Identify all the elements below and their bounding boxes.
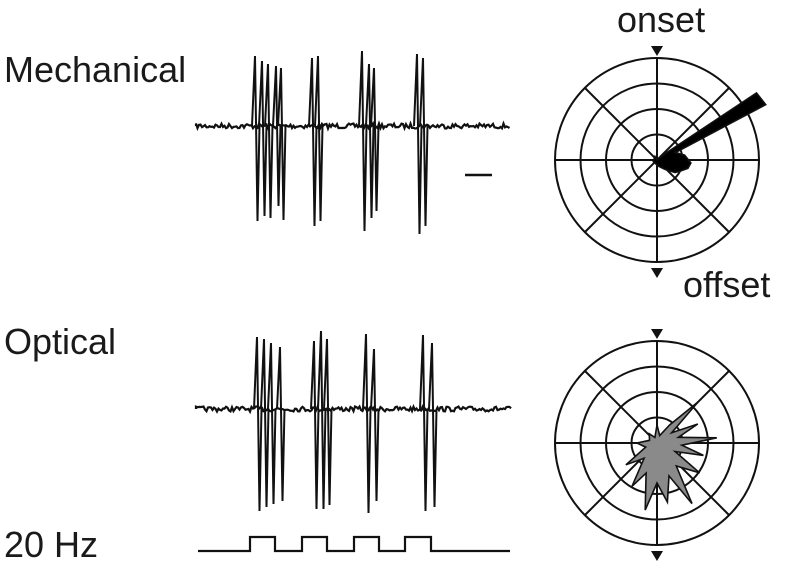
offset-marker	[651, 268, 663, 278]
optical-spike	[419, 334, 429, 512]
mechanical-spike	[251, 55, 261, 222]
optical-label: Optical	[4, 321, 117, 362]
mechanical-spike	[308, 57, 318, 227]
optical-spike	[253, 336, 263, 512]
optical-spike	[267, 342, 277, 505]
mechanical-spike	[258, 60, 268, 217]
mechanical-spike	[314, 55, 324, 222]
onset-marker	[651, 329, 663, 339]
optical-spike	[362, 333, 372, 514]
mechanical-spike	[365, 63, 375, 219]
mechanical-polar-petal	[652, 91, 767, 174]
mechanical-spike	[413, 53, 423, 235]
onset-label: onset	[617, 0, 706, 40]
optical-spike	[260, 338, 270, 508]
optical-spike	[323, 338, 333, 506]
mechanical-spike	[370, 67, 380, 212]
optical-polar-petal	[625, 401, 717, 511]
mechanical-spike	[264, 63, 274, 219]
offset-label: offset	[683, 264, 771, 305]
onset-marker	[651, 46, 663, 56]
mechanical-baseline	[194, 120, 511, 132]
stimulus-waveform	[198, 535, 510, 553]
optical-spike	[370, 348, 380, 502]
stimulus-frequency-label: 20 Hz	[4, 524, 99, 565]
optical-spike	[276, 346, 286, 502]
mechanical-label: Mechanical	[4, 49, 187, 90]
stimulus-pulse-train	[198, 535, 510, 553]
offset-marker	[651, 551, 663, 561]
mechanical-spike	[358, 50, 368, 232]
optical-spike	[428, 342, 438, 508]
optical-spike	[317, 330, 327, 510]
optical-spike	[310, 340, 320, 510]
mechanical-spike-trace	[194, 50, 511, 235]
mechanical-spike	[419, 57, 429, 227]
mechanical-polar-plot	[554, 46, 767, 278]
mechanical-spike	[277, 67, 287, 221]
optical-baseline	[194, 403, 512, 415]
optical-spike-trace	[194, 330, 512, 514]
optical-polar-plot	[554, 329, 760, 561]
mechanical-spike	[272, 65, 282, 207]
